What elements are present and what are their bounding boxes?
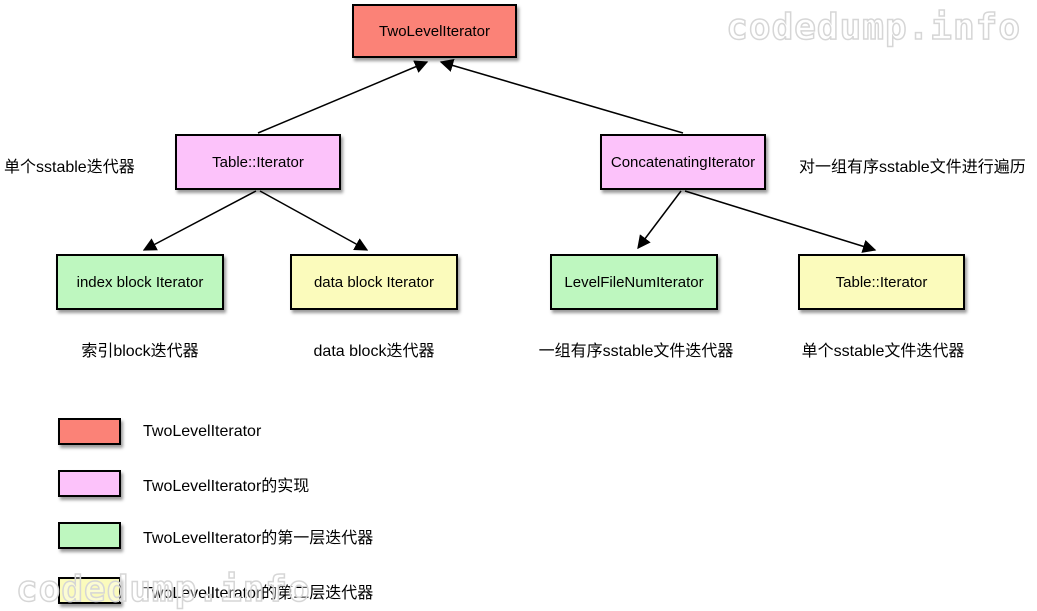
legend-row-first-level: TwoLevelIterator的第一层迭代器 [58, 522, 373, 549]
node-table-iterator-mid: Table::Iterator [175, 134, 341, 190]
legend-label: TwoLevelIterator的实现 [143, 477, 310, 495]
node-index-block-iterator: index block Iterator [56, 254, 224, 310]
annotation-ordered-sstables: 对一组有序sstable文件进行遍历 [799, 159, 1026, 176]
caption-data-block: data block迭代器 [313, 343, 435, 360]
node-label: ConcatenatingIterator [610, 153, 756, 171]
watermark-bottom-left: codedump.info [15, 569, 311, 610]
legend-swatch-green [58, 522, 121, 549]
caption-table-iterator: 单个sstable文件迭代器 [801, 343, 965, 360]
legend-label: TwoLevelIterator [143, 422, 262, 440]
legend-row-second-level: TwoLevelIterator的第二层迭代器 [58, 577, 373, 604]
arrow-to-data-block [259, 190, 369, 251]
node-data-block-iterator: data block Iterator [290, 254, 458, 310]
arrow-to-index-block [142, 190, 257, 251]
node-label: index block Iterator [76, 273, 204, 291]
legend-swatch-yellow [58, 577, 121, 604]
legend-row-implementation: TwoLevelIterator的实现 [58, 470, 309, 497]
legend-swatch-pink [58, 470, 121, 497]
node-label: Table::Iterator [835, 273, 928, 291]
legend-label: TwoLevelIterator的第二层迭代器 [143, 584, 374, 602]
caption-levelfilenum: 一组有序sstable文件迭代器 [538, 343, 734, 360]
legend-label: TwoLevelIterator的第一层迭代器 [143, 529, 374, 547]
node-twoleveliterator: TwoLevelIterator [352, 4, 517, 58]
arrow-concatenating-to-root [439, 58, 684, 134]
node-levelfilenum-iterator: LevelFileNumIterator [550, 254, 718, 310]
caption-index-block: 索引block迭代器 [81, 343, 199, 360]
node-label: TwoLevelIterator [379, 22, 490, 40]
watermark-top-right: codedump.info [725, 7, 1021, 48]
node-label: data block Iterator [313, 273, 435, 291]
legend-swatch-red [58, 418, 121, 445]
legend-row-twoleveliterator: TwoLevelIterator [58, 418, 261, 445]
node-label: LevelFileNumIterator [564, 273, 704, 291]
annotation-single-sstable: 单个sstable迭代器 [4, 159, 135, 176]
node-table-iterator-leaf: Table::Iterator [798, 254, 965, 310]
node-concatenating-iterator: ConcatenatingIterator [600, 134, 766, 190]
arrow-to-table-iterator-leaf [684, 190, 877, 253]
arrow-tableiterator-to-root [257, 60, 429, 134]
node-label: Table::Iterator [212, 153, 304, 171]
arrow-to-levelfilenum [637, 190, 682, 250]
